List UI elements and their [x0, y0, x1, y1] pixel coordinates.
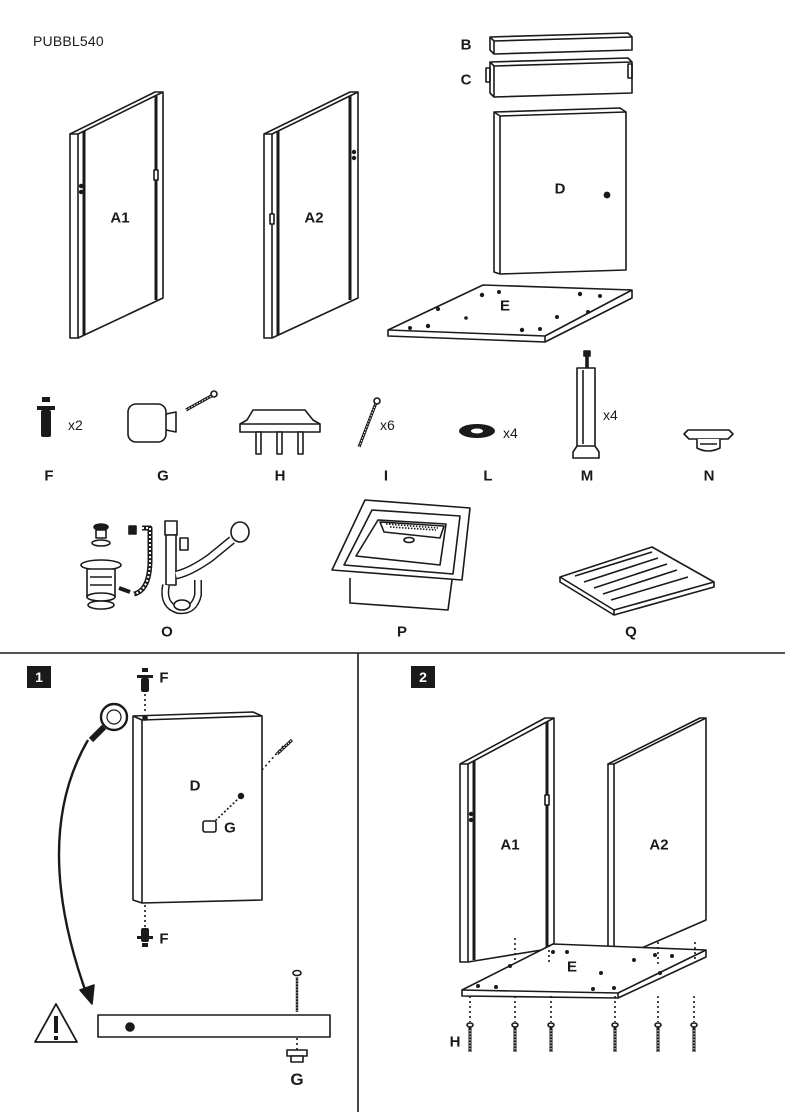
qty-f: x2 — [68, 417, 83, 433]
step2-panel-a1 — [459, 717, 555, 963]
label-f: F — [44, 467, 54, 485]
rail-b-drawing — [489, 32, 633, 55]
foot-h-drawing — [239, 409, 321, 455]
label-p: P — [396, 623, 408, 641]
label-c: C — [460, 71, 472, 89]
step2-label-a1: A1 — [500, 836, 520, 854]
label-d: D — [554, 180, 566, 198]
grid-q-drawing — [559, 546, 715, 616]
label-i: I — [383, 467, 389, 485]
panel-a1-drawing — [69, 91, 164, 339]
step2-base-e — [461, 943, 707, 999]
step1-label-d: D — [189, 777, 201, 795]
label-e: E — [499, 297, 511, 315]
step-1-number: 1 — [27, 666, 51, 688]
label-l: L — [483, 467, 493, 485]
warning-triangle-icon — [34, 1003, 78, 1043]
magnifier-icon — [88, 702, 129, 743]
step1-label-f-top: F — [159, 669, 169, 687]
step2-panel-a2 — [607, 717, 707, 961]
label-h: H — [274, 467, 286, 485]
drain-kit-o-drawing — [80, 520, 250, 615]
label-o: O — [161, 623, 173, 641]
dowel-f-drawing — [37, 397, 55, 437]
washer-l-drawing — [459, 424, 495, 438]
step2-screws — [468, 1026, 696, 1052]
qty-i: x6 — [380, 417, 395, 433]
rail-c-drawing — [485, 57, 633, 98]
back-panel-d-drawing — [493, 107, 627, 275]
label-n: N — [703, 467, 715, 485]
step2-label-h: H — [449, 1033, 461, 1051]
sink-p-drawing — [331, 499, 471, 611]
panel-a2-drawing — [263, 91, 359, 339]
step-2-number: 2 — [411, 666, 435, 688]
leg-m-drawing — [572, 350, 600, 459]
step2-label-e: E — [566, 958, 578, 976]
step1-panel-d — [132, 711, 263, 904]
label-b: B — [460, 36, 472, 54]
label-m: M — [580, 467, 594, 485]
screw-i-drawing — [357, 397, 381, 448]
cap-n-drawing — [683, 429, 734, 452]
step1-label-f-bottom: F — [159, 930, 169, 948]
handle-g-drawing — [127, 390, 218, 443]
label-g: G — [157, 467, 169, 485]
step1-dowel-top — [137, 668, 153, 692]
step2-label-a2: A2 — [649, 836, 669, 854]
base-panel-e-drawing — [387, 284, 633, 343]
qty-l: x4 — [503, 425, 518, 441]
qty-m: x4 — [603, 407, 618, 423]
step1-dowel-bottom — [137, 928, 153, 947]
step1-label-g: G — [224, 819, 236, 837]
label-a1: A1 — [110, 209, 130, 227]
step1-label-g-bottom: G — [290, 1070, 304, 1089]
label-a2: A2 — [304, 209, 324, 227]
label-q: Q — [625, 623, 637, 641]
product-code: PUBBL540 — [33, 33, 104, 49]
